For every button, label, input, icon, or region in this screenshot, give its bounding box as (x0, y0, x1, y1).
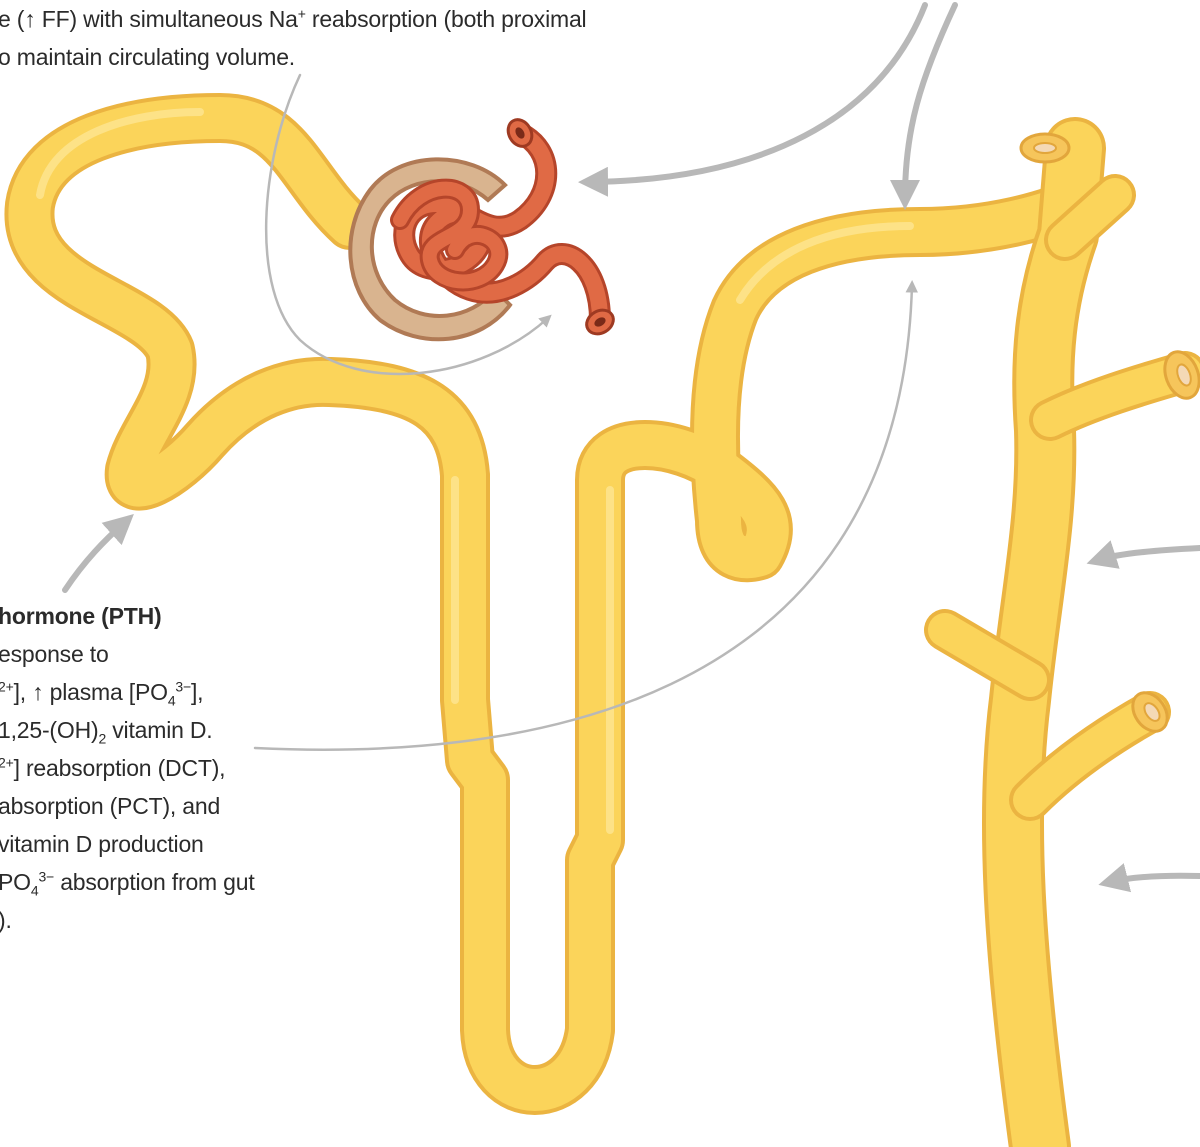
arrow-to-duct-upper (1098, 548, 1200, 560)
pth-note-line-1: esponse to (0, 635, 109, 673)
pth-note-line-2: 2+], ↑ plasma [PO43−], (0, 673, 203, 711)
pth-note-line-5: absorption (PCT), and (0, 787, 220, 825)
arrow-to-duct-lower (1110, 876, 1200, 882)
arrow-to-glomerulus (590, 5, 925, 182)
pth-note-title: hormone (PTH) (0, 597, 162, 635)
pth-note-line-8: ). (0, 901, 12, 939)
nephron-tubule (29, 112, 1200, 1147)
renal-corpuscle (350, 115, 617, 339)
pth-note-line-7: PO43− absorption from gut (0, 863, 255, 901)
pth-note-line-6: vitamin D production (0, 825, 204, 863)
pth-note-line-3: 1,25-(OH)2 vitamin D. (0, 711, 212, 749)
duct-opening-top-inner (1034, 143, 1056, 153)
arrow-to-pct (65, 522, 125, 590)
top-note-line-2: o maintain circulating volume. (0, 38, 295, 76)
pth-note-line-4: 2+] reabsorption (DCT), (0, 749, 225, 787)
top-note-line-1: e (↑ FF) with simultaneous Na+ reabsorpt… (0, 0, 586, 38)
